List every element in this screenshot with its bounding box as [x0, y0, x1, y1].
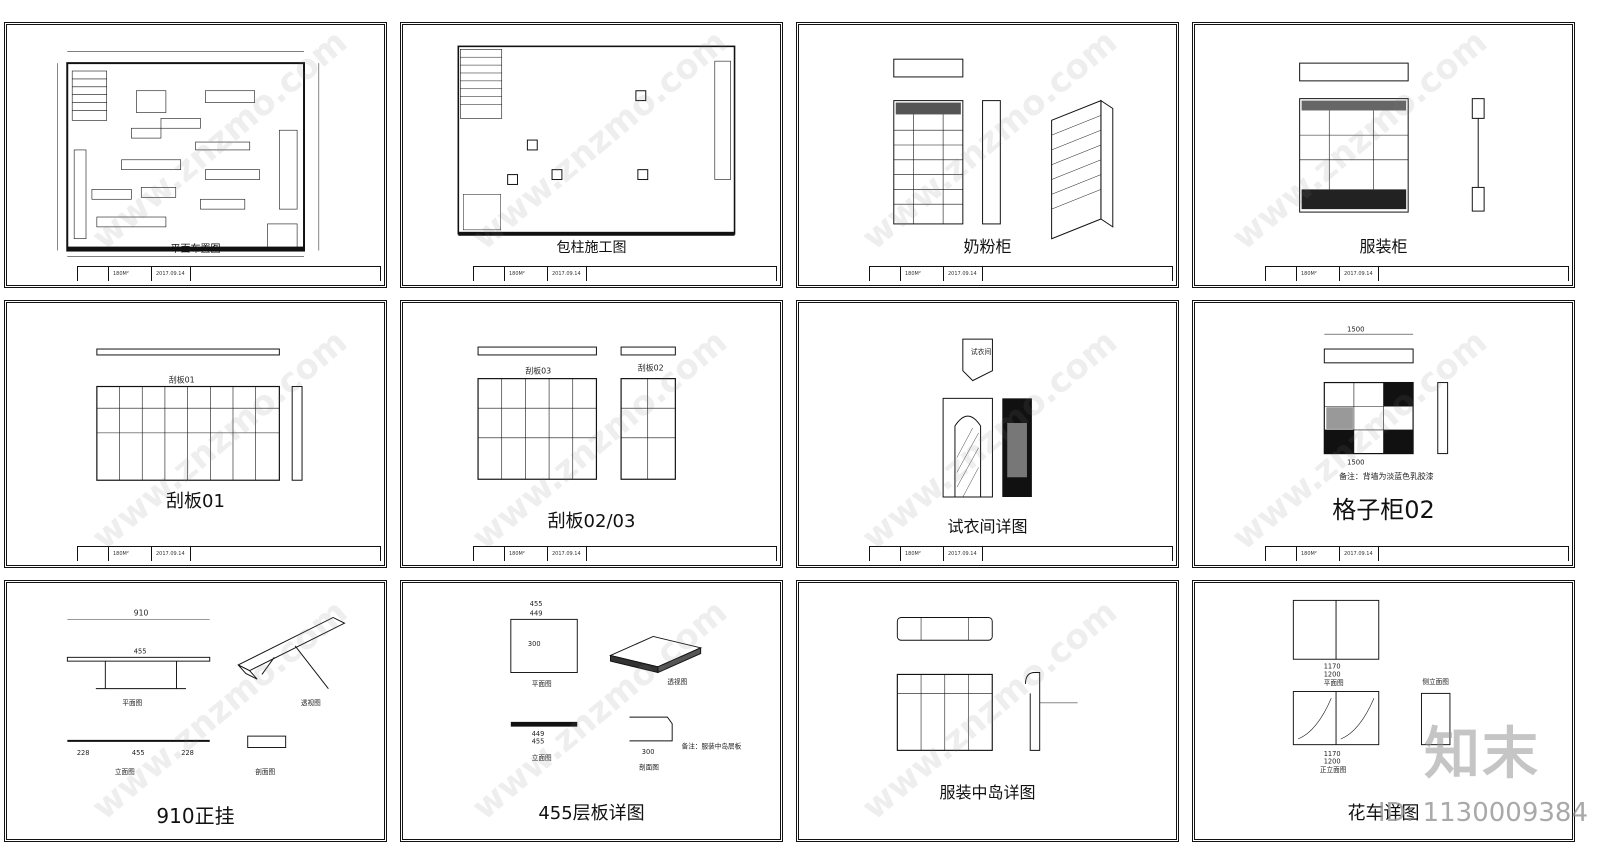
sheet-clothing-island[interactable]: 服装中岛详图 — [796, 580, 1179, 842]
title-block-area: 180M² — [901, 547, 944, 561]
title-block-date: 2017.09.14 — [944, 267, 983, 281]
shelf-note: 备注：服装中岛层板 — [682, 741, 742, 750]
guaban-02-03-drawing: 刮板03 刮板02 — [409, 309, 774, 539]
guaban-01-drawing: 刮板01 — [13, 309, 378, 539]
hanger-910-drawing: 910 455 平面图 透视图 228 455 228 立面图 剖面图 — [13, 589, 378, 813]
side-view-label-cart: 侧立面图 — [1422, 677, 1449, 686]
shelf-455-drawing: 455 449 300 平面图 透视图 449 455 立面图 300 剖面图 … — [409, 589, 774, 813]
sheet-flower-cart[interactable]: 1170 1200 平面图 1170 1200 正立面图 侧立面图 花车详图 — [1192, 580, 1575, 842]
section-label-hanger: 剖面图 — [255, 767, 275, 776]
guaban-02-label: 刮板02 — [638, 363, 664, 373]
plan-view-label-shelf: 平面图 — [532, 680, 552, 688]
title-block-date: 2017.09.14 — [548, 267, 587, 281]
title-block-date: 2017.09.14 — [152, 267, 191, 281]
title-block-date: 2017.09.14 — [548, 547, 587, 561]
flower-cart-drawing: 1170 1200 平面图 1170 1200 正立面图 侧立面图 — [1201, 589, 1566, 813]
dim-455-plan: 455 — [134, 648, 147, 656]
clothing-island-drawing — [805, 589, 1170, 813]
guaban-03-label: 刮板03 — [525, 366, 551, 376]
title-block-date: 2017.09.14 — [1340, 267, 1379, 281]
sheet-title: 格子柜02 — [1332, 496, 1435, 524]
dim-1500-top: 1500 — [1347, 325, 1365, 333]
fitting-room-label: 试衣间 — [971, 347, 992, 356]
sheet-title: 试衣间详图 — [947, 517, 1028, 536]
title-block-area: 180M² — [505, 267, 548, 281]
title-block-area: 180M² — [505, 547, 548, 561]
title-block-area: 180M² — [1297, 267, 1340, 281]
sheet-910-hanger[interactable]: 910 455 平面图 透视图 228 455 228 立面图 剖面图 — [4, 580, 387, 842]
sheet-title: 包柱施工图 — [556, 240, 627, 256]
dim-449-elev: 449 — [532, 730, 545, 738]
elevation-label-shelf: 立面图 — [532, 753, 552, 762]
guaban-01-label: 刮板01 — [169, 375, 195, 385]
dim-1170-plan: 1170 — [1324, 663, 1341, 671]
milk-powder-cabinet-drawing — [805, 31, 1170, 259]
dim-1200-elev: 1200 — [1324, 758, 1341, 766]
elevation-label-hanger: 立面图 — [115, 767, 135, 776]
perspective-label-shelf: 透视图 — [667, 677, 687, 686]
column-construction-drawing — [409, 31, 774, 259]
section-label-shelf: 剖面图 — [639, 762, 659, 771]
plan-view-label-cart: 平面图 — [1324, 679, 1344, 687]
title-block-date: 2017.09.14 — [152, 547, 191, 561]
title-block-area: 180M² — [109, 267, 152, 281]
dim-228-right: 228 — [181, 749, 194, 757]
dim-228-left: 228 — [77, 749, 90, 757]
title-block-date: 2017.09.14 — [1340, 547, 1379, 561]
title-block-date: 2017.09.14 — [944, 547, 983, 561]
sheet-title: 刮板02/03 — [547, 511, 636, 532]
title-block-area: 180M² — [109, 547, 152, 561]
clothing-cabinet-drawing — [1201, 31, 1566, 259]
sheet-title: 花车详图 — [1347, 803, 1420, 824]
front-view-label-cart: 正立面图 — [1320, 765, 1347, 774]
sheet-title: 服装柜 — [1359, 237, 1408, 256]
sheet-title: 刮板01 — [166, 491, 225, 512]
sheet-title: 平面布置图 — [170, 244, 221, 255]
dim-449-shelf-top: 449 — [530, 610, 543, 618]
brand-logo: 知末 — [1424, 722, 1540, 787]
lattice-cabinet-note: 备注：背墙为淡蓝色乳胶漆 — [1339, 471, 1434, 481]
dim-1500-bottom: 1500 — [1347, 458, 1365, 466]
sheet-title: 服装中岛详图 — [939, 783, 1036, 802]
image-id-label: ID: 1130009384 — [1377, 798, 1588, 828]
dim-455-shelf-top: 455 — [530, 600, 543, 608]
plan-view-label-hanger: 平面图 — [122, 699, 142, 707]
floor-plan-drawing — [13, 31, 378, 259]
dim-910-plan: 910 — [134, 609, 149, 618]
sheet-455-shelf[interactable]: 455 449 300 平面图 透视图 449 455 立面图 300 剖面图 … — [400, 580, 783, 842]
sheet-title: 910正挂 — [156, 804, 235, 828]
title-block-area: 180M² — [901, 267, 944, 281]
dim-300-section: 300 — [642, 748, 655, 756]
perspective-label-hanger: 透视图 — [301, 698, 321, 707]
fitting-room-drawing: 试衣间 — [805, 309, 1170, 539]
dim-1200-plan: 1200 — [1324, 670, 1341, 678]
sheet-title: 奶粉柜 — [963, 237, 1012, 256]
dim-455-elev: 455 — [132, 749, 145, 757]
title-block-area: 180M² — [1297, 547, 1340, 561]
lattice-cabinet-02-drawing: 1500 1500 备注：背墙为淡蓝色乳胶漆 — [1201, 309, 1566, 539]
dim-1170-elev: 1170 — [1324, 750, 1341, 758]
dim-455-elev-shelf: 455 — [532, 738, 545, 746]
dim-300-shelf: 300 — [528, 640, 541, 648]
sheet-title: 455层板详图 — [538, 803, 645, 824]
